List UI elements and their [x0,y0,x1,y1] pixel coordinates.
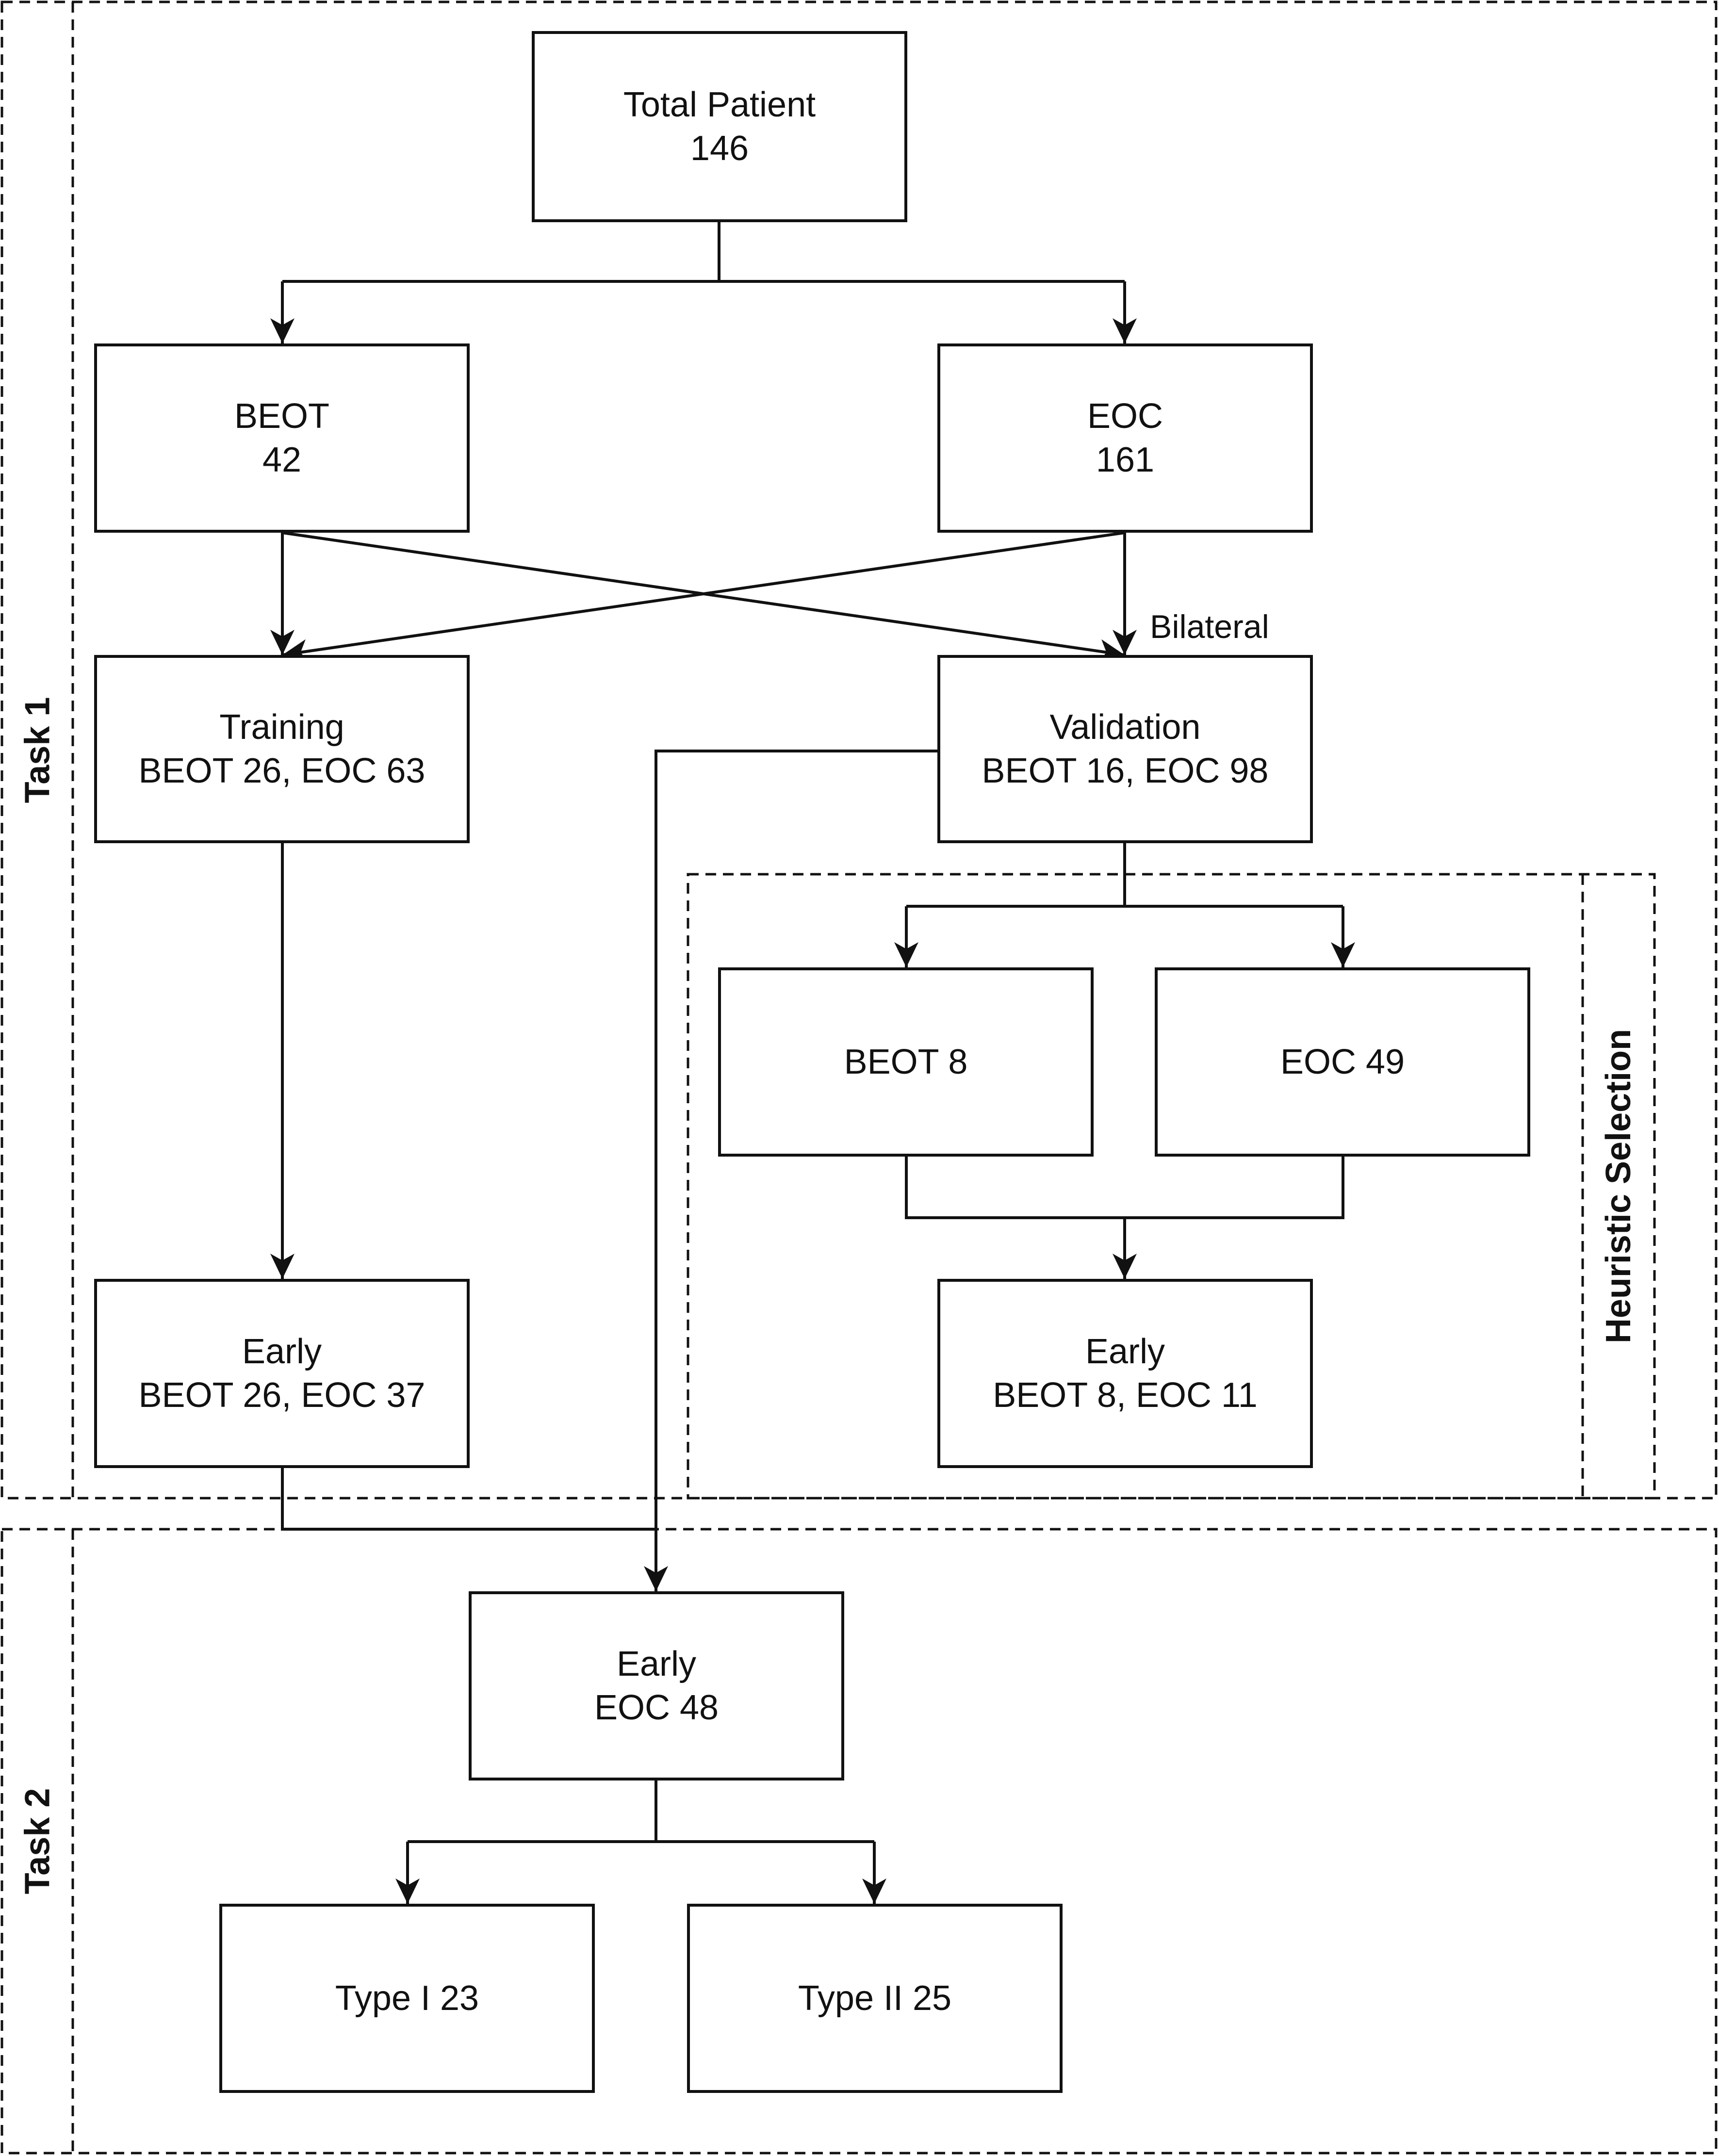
node-title: BEOT 8 [844,1043,968,1081]
node-title: EOC 49 [1280,1043,1405,1081]
node-title: Early [616,1645,697,1683]
task2-label: Task 2 [2,1529,73,2153]
node-value: EOC 48 [594,1688,719,1727]
node-title: Early [242,1332,322,1371]
connector-total-split [282,222,1125,283]
node-early-training: Early BEOT 26, EOC 37 [94,1279,470,1468]
connector-validation-to-task2 [644,750,937,1591]
connector-validation-split [906,843,1343,908]
node-title: Type II 25 [798,1979,952,2018]
node-validation: Validation BEOT 16, EOC 98 [937,655,1313,843]
connector-heuristic-merge [905,1157,1344,1219]
node-training: Training BEOT 26, EOC 63 [94,655,470,843]
task1-label-text: Task 1 [18,697,57,803]
node-type1: Type I 23 [219,1904,595,2093]
heuristic-selection-label: Heuristic Selection [1583,874,1654,1498]
arrow-eoc-to-training [282,531,1125,664]
node-value: 42 [262,441,302,479]
connector-early-split [408,1780,874,1843]
node-value: BEOT 26, EOC 37 [138,1376,426,1415]
node-early-validation: Early BEOT 8, EOC 11 [937,1279,1313,1468]
task2-label-text: Task 2 [18,1788,57,1895]
node-value: 161 [1096,441,1155,479]
heuristic-label-text: Heuristic Selection [1599,1029,1638,1344]
node-early-task2: Early EOC 48 [469,1591,844,1780]
edge-label-bilateral: Bilateral [1150,608,1269,645]
node-title: Total Patient [623,85,816,124]
node-value: 146 [690,129,749,168]
node-value: BEOT 16, EOC 98 [982,751,1269,790]
node-title: Type I 23 [335,1979,479,2018]
node-value: BEOT 26, EOC 63 [138,751,426,790]
task1-region-frame [0,0,1718,1500]
node-title: BEOT [234,397,330,436]
heuristic-region-frame [687,873,1656,1500]
node-title: Early [1085,1332,1165,1371]
node-beot: BEOT 42 [94,343,470,533]
task1-label: Task 1 [2,2,73,1498]
node-total-patient: Total Patient 146 [532,31,907,222]
node-type2: Type II 25 [687,1904,1063,2093]
node-validation-beot: BEOT 8 [718,967,1094,1157]
node-title: EOC [1087,397,1163,436]
connector-early-train-to-task2 [281,1468,656,1531]
node-validation-eoc: EOC 49 [1155,967,1530,1157]
node-title: Validation [1049,708,1201,747]
node-title: Training [219,708,344,747]
node-value: BEOT 8, EOC 11 [993,1376,1258,1415]
task2-region-frame [0,1528,1718,2155]
node-eoc: EOC 161 [937,343,1313,533]
